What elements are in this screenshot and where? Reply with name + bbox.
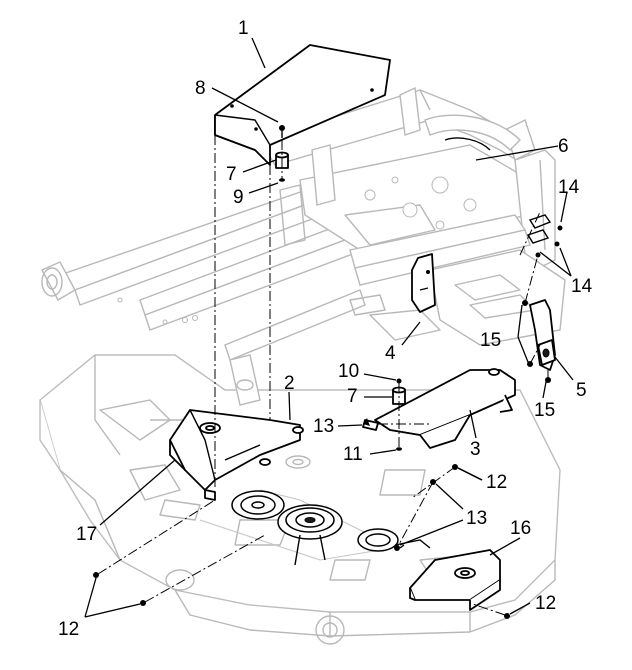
callout-10: 10	[338, 361, 359, 382]
callout-9: 9	[233, 187, 244, 208]
pulley-left	[231, 490, 285, 520]
callout-14-upper: 14	[558, 177, 580, 198]
callout-2: 2	[284, 373, 295, 394]
leader-lines	[84, 37, 574, 618]
pulley-small-top	[285, 455, 311, 469]
callout-labels: 1 8 7 9 6 14 14 4 15 15 5 2 10 7 13 11 3…	[58, 18, 593, 640]
callout-17: 17	[76, 524, 97, 545]
callout-3: 3	[470, 439, 481, 460]
callout-16: 16	[510, 518, 531, 539]
part-3-right-bracket	[374, 368, 516, 449]
part-4-bracket	[411, 253, 436, 313]
callout-8: 8	[195, 78, 206, 99]
callout-5: 5	[576, 380, 587, 401]
callout-4: 4	[385, 343, 396, 364]
part-1-cover-plate	[214, 44, 391, 166]
callout-12-lower-right: 12	[535, 593, 556, 614]
callout-6: 6	[558, 136, 569, 157]
deck-pulleys	[231, 455, 431, 566]
callout-15-upper: 15	[480, 330, 501, 351]
main-frame	[41, 86, 566, 406]
callout-14-lower: 14	[571, 276, 593, 297]
callout-7-upper: 7	[226, 164, 237, 185]
callout-1: 1	[238, 18, 249, 39]
callout-13-left: 13	[313, 416, 334, 437]
callout-13-right: 13	[466, 508, 487, 529]
part-5-side-bracket	[529, 299, 556, 371]
pulley-center	[277, 504, 343, 566]
assembly-centerlines	[97, 135, 549, 616]
part-17-left-bracket	[169, 409, 304, 501]
callout-12-upper-right: 12	[486, 472, 507, 493]
part-16-right-cover	[409, 549, 501, 611]
callout-12-lower-left: 12	[58, 619, 79, 640]
callout-11: 11	[343, 444, 363, 465]
pulley-right	[357, 528, 431, 552]
callout-15-lower: 15	[534, 400, 555, 421]
part-6-shield	[424, 114, 521, 151]
callout-7-lower: 7	[347, 386, 358, 407]
